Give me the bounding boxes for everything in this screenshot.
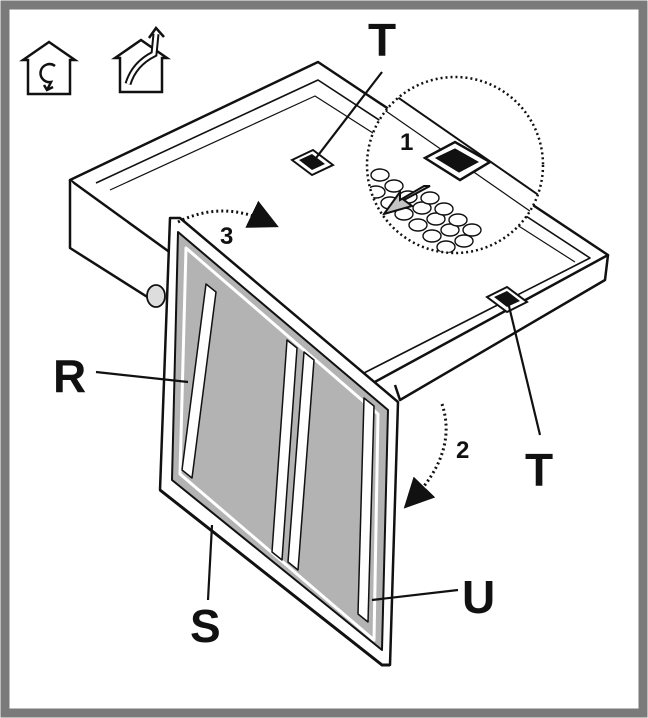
latch-right (485, 285, 529, 314)
latch-top (290, 148, 335, 177)
step-number-2: 2 (456, 437, 469, 464)
label-t-right: T (525, 444, 553, 496)
step-number-3: 3 (220, 223, 233, 250)
grease-filter (158, 216, 400, 667)
step-number-1: 1 (400, 129, 413, 156)
leader-lines (95, 71, 542, 602)
label-r: R (53, 350, 86, 402)
extraction-mode-icon (110, 25, 172, 94)
label-t-top: T (368, 14, 396, 66)
recirculation-mode-icon (18, 40, 80, 96)
label-u: U (462, 571, 495, 623)
zoom-detail (365, 75, 545, 255)
arrow-step-2 (403, 403, 448, 509)
label-s: S (190, 600, 221, 652)
arrow-step-3 (177, 200, 279, 228)
